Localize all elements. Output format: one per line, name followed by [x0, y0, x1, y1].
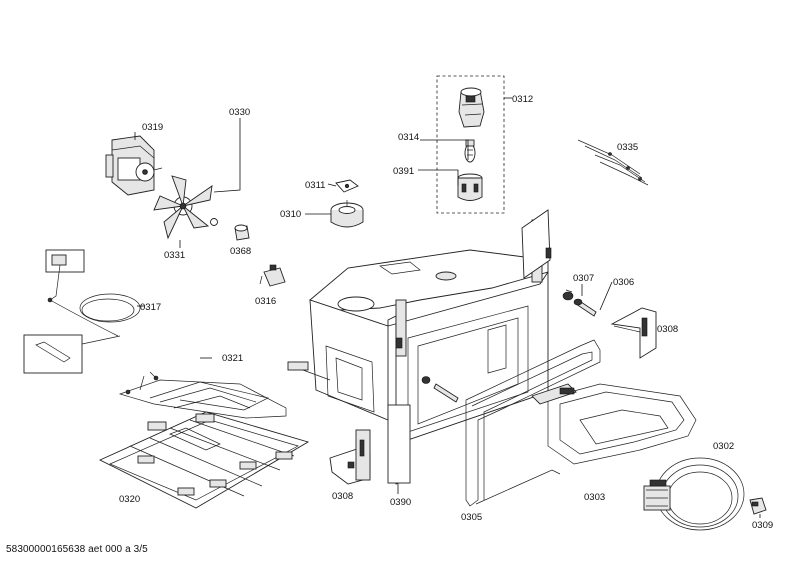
label-0308-right: 0308: [657, 324, 678, 335]
lamp-cover-part: [458, 87, 485, 128]
switch-0316-part: [259, 264, 286, 287]
label-0316: 0316: [255, 296, 276, 307]
fan-blade-part: [153, 175, 218, 240]
heating-element-0321-part: [118, 371, 287, 419]
bracket-0311-part: [335, 179, 359, 193]
label-0319: 0319: [142, 122, 163, 133]
sensor-cable-part: [23, 249, 141, 374]
bracket-0308-right-part: [610, 307, 657, 359]
label-0305: 0305: [461, 512, 482, 523]
label-0306: 0306: [613, 277, 634, 288]
document-footer: 58300000165638 aet 000 a 3/5: [6, 544, 148, 555]
nut-part: [234, 224, 250, 241]
lamp-socket-part: [457, 173, 483, 201]
label-0335: 0335: [617, 142, 638, 153]
label-0368: 0368: [230, 246, 251, 257]
label-0307: 0307: [573, 273, 594, 284]
lamp-assembly-group: [418, 75, 512, 214]
screw-front-part: [421, 376, 459, 403]
screw-0306-part: [573, 298, 597, 317]
label-0320: 0320: [119, 494, 140, 505]
label-0302: 0302: [713, 441, 734, 452]
grill-element-0303-part: [531, 383, 697, 465]
rack-frame-0305-part: [465, 339, 601, 507]
label-0303: 0303: [584, 492, 605, 503]
grill-tray-0320-part: [98, 411, 310, 509]
wiring-harness-part: [577, 139, 649, 186]
label-0321: 0321: [222, 353, 243, 364]
bracket-0308-left-part: [329, 429, 371, 485]
oven-cavity-part: [287, 209, 552, 485]
label-0331: 0331: [164, 250, 185, 261]
label-0309: 0309: [752, 520, 773, 531]
ring-element-0302-part: [643, 457, 745, 531]
label-0308-left: 0308: [332, 491, 353, 502]
label-0330: 0330: [229, 107, 250, 118]
label-0311: 0311: [305, 180, 325, 191]
label-0390: 0390: [390, 497, 411, 508]
motor-0310-part: [330, 200, 364, 228]
clip-0309-part: [749, 497, 767, 515]
label-0312: 0312: [512, 94, 533, 105]
label-0391: 0391: [393, 166, 414, 177]
label-0314: 0314: [398, 132, 419, 143]
lamp-bulb-part: [464, 139, 476, 163]
label-0310: 0310: [280, 209, 301, 220]
label-0317: 0317: [140, 302, 161, 313]
screw-0307-part: [562, 289, 574, 301]
fan-motor-part: [105, 135, 163, 196]
